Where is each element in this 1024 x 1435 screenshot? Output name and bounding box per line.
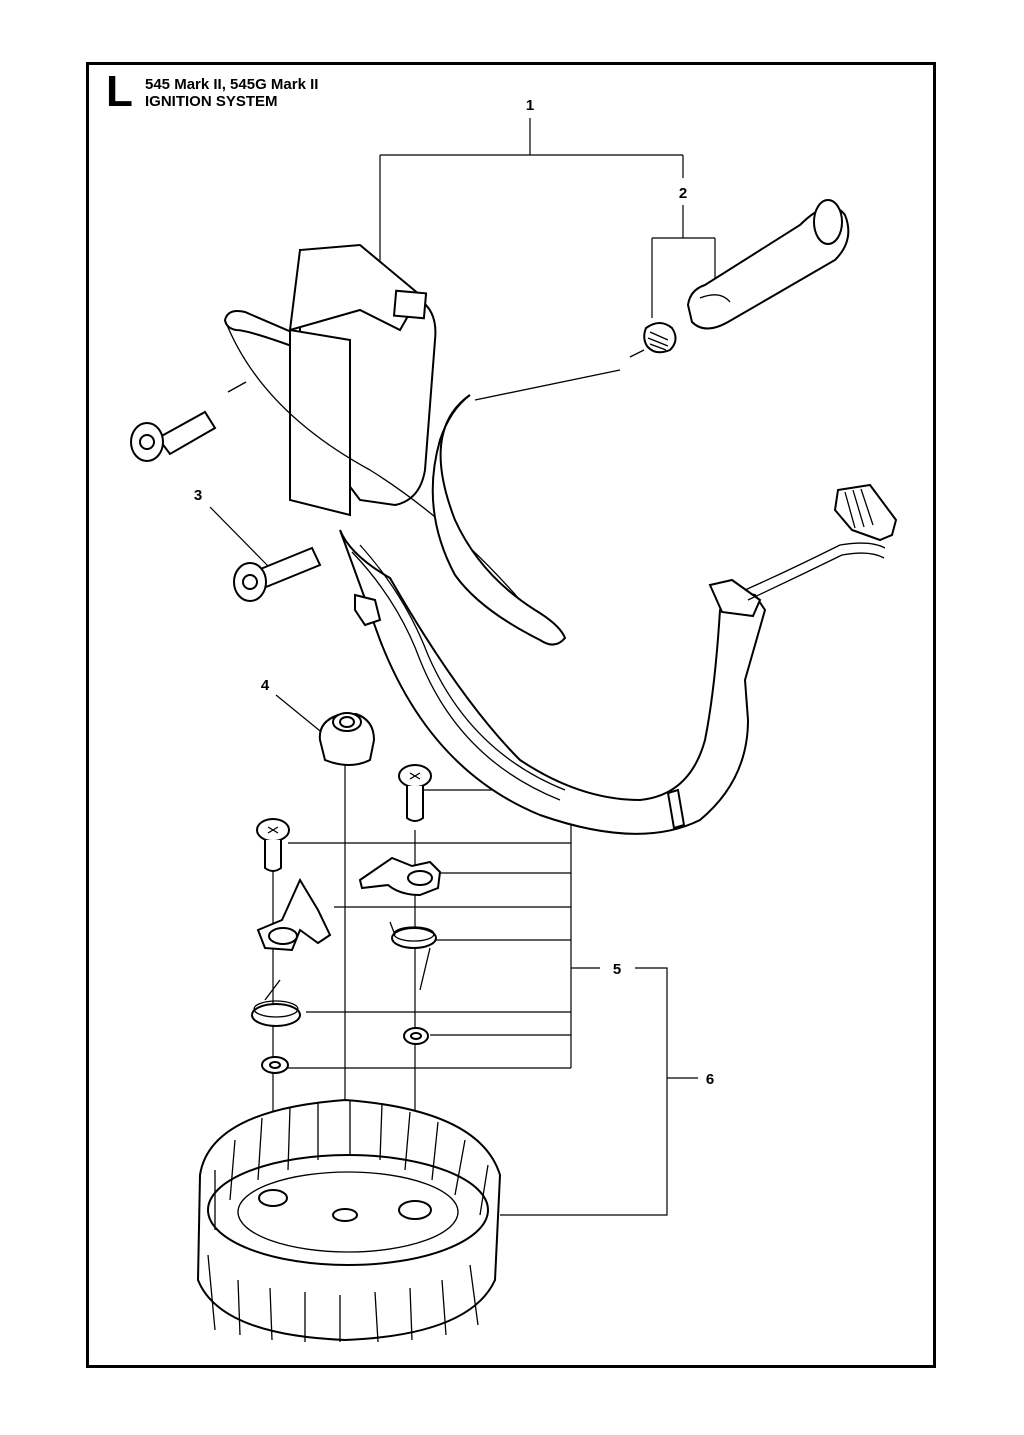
ignition-spring: [629, 322, 677, 358]
diagram-frame: [86, 62, 936, 1368]
starter-pawl-left: [256, 877, 332, 952]
leader-line-5: [285, 789, 600, 1069]
callout-6: 6: [706, 1071, 714, 1088]
leader-line-1: [379, 118, 684, 320]
washer-left: [261, 1056, 289, 1074]
pawl-screw-left: [256, 818, 290, 872]
bolt-upper: [130, 381, 247, 462]
callout-2: 2: [679, 185, 687, 202]
pawl-screw-right: [398, 764, 432, 822]
callout-1: 1: [526, 97, 534, 114]
pawl-spring-right: [389, 921, 437, 991]
leader-line-6: [500, 967, 698, 1216]
flange-nut: [318, 712, 376, 766]
callout-5: 5: [613, 961, 621, 978]
pawl-spring-left: [251, 979, 301, 1027]
leader-line-4: [275, 694, 326, 736]
ignition-module: [223, 243, 521, 601]
system-title: IGNITION SYSTEM: [145, 93, 278, 110]
section-letter: L: [106, 67, 133, 116]
callout-4: 4: [261, 677, 270, 694]
model-title: 545 Mark II, 545G Mark II: [145, 76, 319, 93]
callout-3: 3: [194, 487, 202, 504]
ht-lead: [431, 369, 621, 646]
leader-line-2: [651, 205, 716, 318]
wiring-harness: [339, 483, 898, 835]
bolt-lower: [233, 546, 322, 602]
leader-line-3: [209, 506, 269, 567]
flywheel: [196, 1098, 502, 1343]
washer-right: [403, 1027, 429, 1045]
starter-pawl-right: [358, 856, 442, 897]
spark-plug-cap: [686, 199, 850, 330]
